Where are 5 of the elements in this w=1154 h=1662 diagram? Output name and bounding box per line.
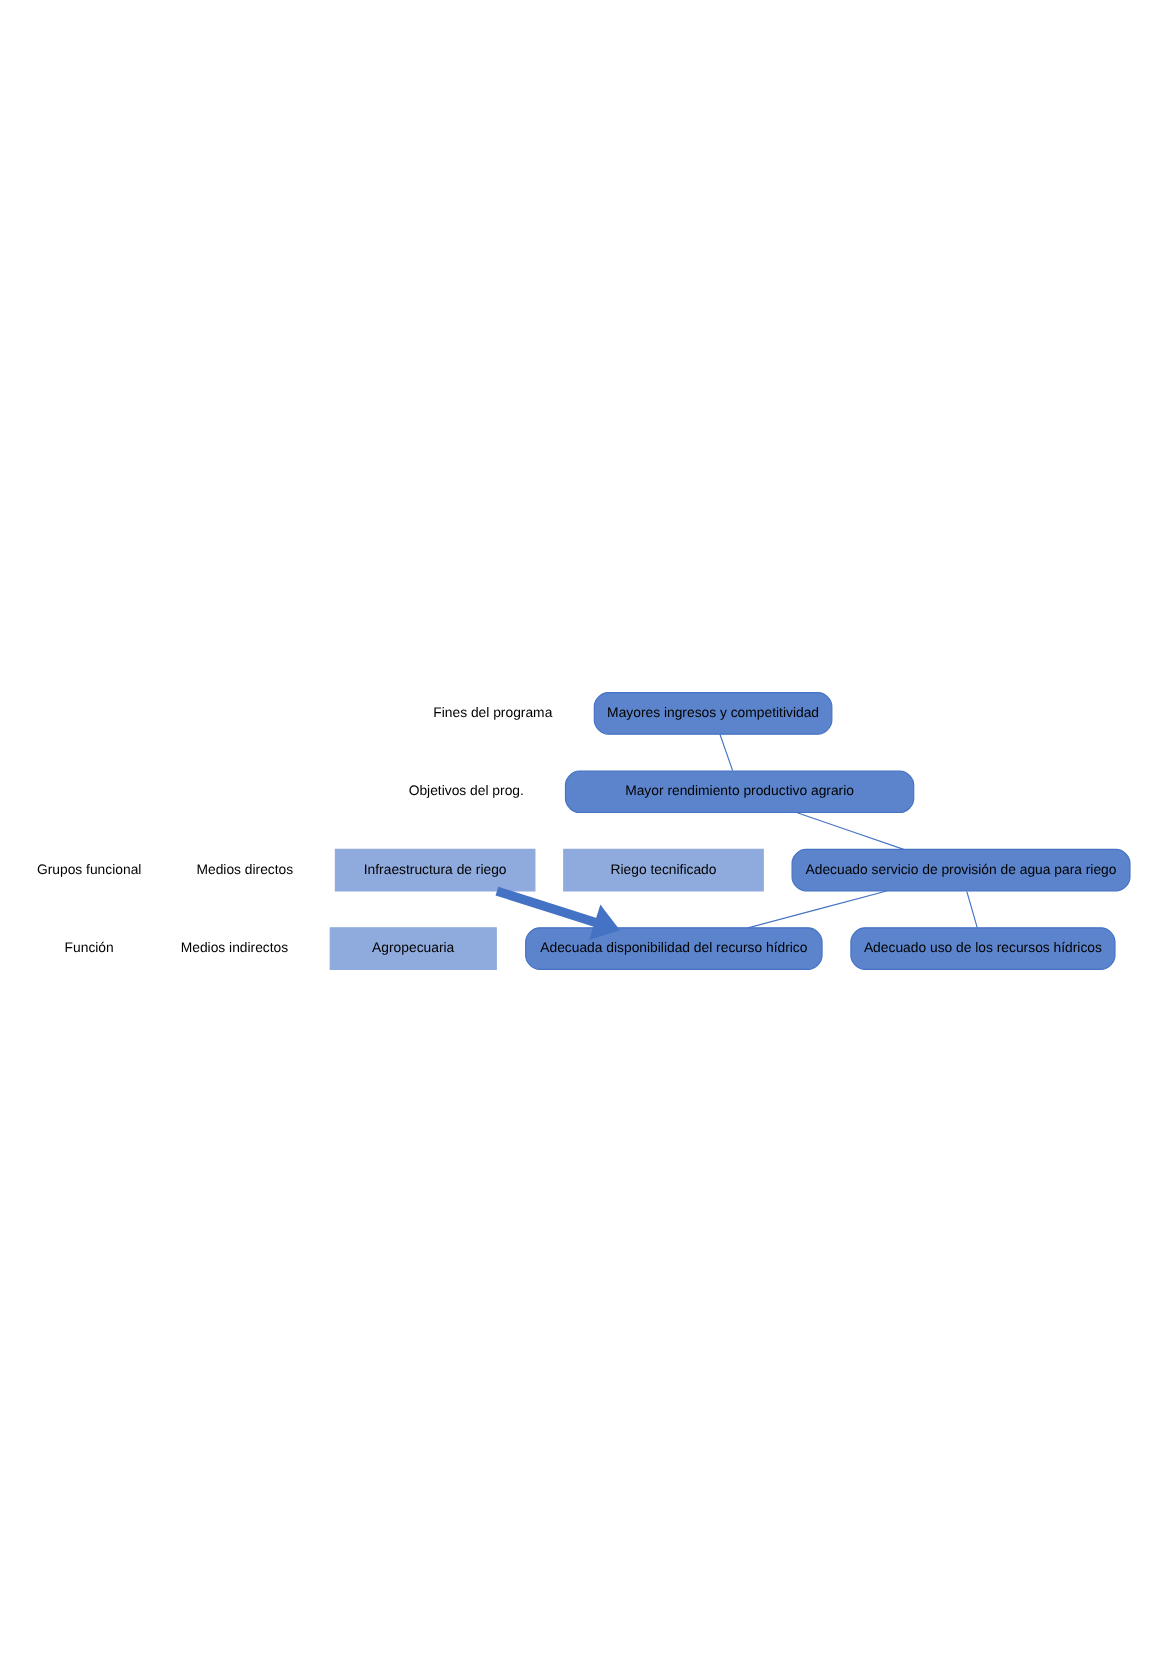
connector [796,812,905,850]
arrow [495,886,620,940]
connector [966,890,978,928]
connector [719,733,734,772]
connector [747,890,888,929]
